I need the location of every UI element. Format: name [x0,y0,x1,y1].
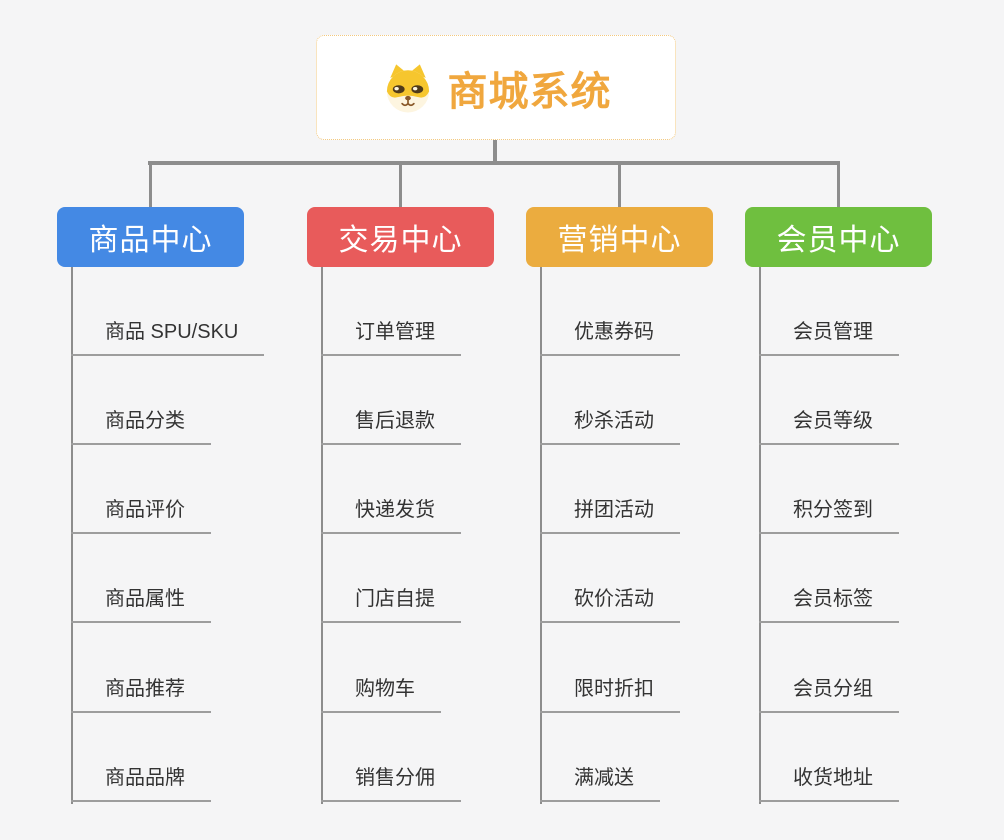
child-item[interactable]: 会员分组 [759,676,899,713]
child-item[interactable]: 销售分佣 [321,765,461,802]
connector-root-drop [493,140,497,164]
root-node[interactable]: 商城系统 [316,35,676,140]
child-item[interactable]: 商品品牌 [71,765,211,802]
branch-marketing-center[interactable]: 营销中心 [526,207,713,267]
child-item[interactable]: 收货地址 [759,765,899,802]
child-item[interactable]: 砍价活动 [540,586,680,623]
child-item[interactable]: 商品评价 [71,497,211,534]
child-item[interactable]: 会员管理 [759,319,899,356]
root-title: 商城系统 [447,69,612,114]
shiba-dog-icon [381,61,435,115]
connector-drop-line [149,163,152,208]
child-item[interactable]: 满减送 [540,765,660,802]
child-item[interactable]: 商品 SPU/SKU [71,319,265,356]
child-item[interactable]: 商品分类 [71,408,211,445]
branch-member-center[interactable]: 会员中心 [745,207,932,267]
connector-drop-line [837,163,840,208]
child-item[interactable]: 限时折扣 [540,676,680,713]
connector-trunk-line [71,267,73,804]
child-item[interactable]: 秒杀活动 [540,408,680,445]
connector-trunk-line [540,267,542,804]
child-item[interactable]: 优惠券码 [540,319,680,356]
connector-drop-line [618,163,621,208]
child-item[interactable]: 售后退款 [321,408,461,445]
child-item[interactable]: 订单管理 [321,319,461,356]
child-item[interactable]: 积分签到 [759,497,899,534]
child-item[interactable]: 门店自提 [321,586,461,623]
child-item[interactable]: 会员标签 [759,586,899,623]
child-item[interactable]: 商品推荐 [71,676,211,713]
child-item[interactable]: 拼团活动 [540,497,680,534]
child-item[interactable]: 购物车 [321,676,441,713]
connector-trunk-line [759,267,761,804]
branch-trade-center[interactable]: 交易中心 [307,207,494,267]
connector-bus-line [148,161,840,165]
child-item[interactable]: 快递发货 [321,497,461,534]
child-item[interactable]: 商品属性 [71,586,211,623]
connector-drop-line [399,163,402,208]
connector-trunk-line [321,267,323,804]
child-item[interactable]: 会员等级 [759,408,899,445]
branch-product-center[interactable]: 商品中心 [57,207,244,267]
